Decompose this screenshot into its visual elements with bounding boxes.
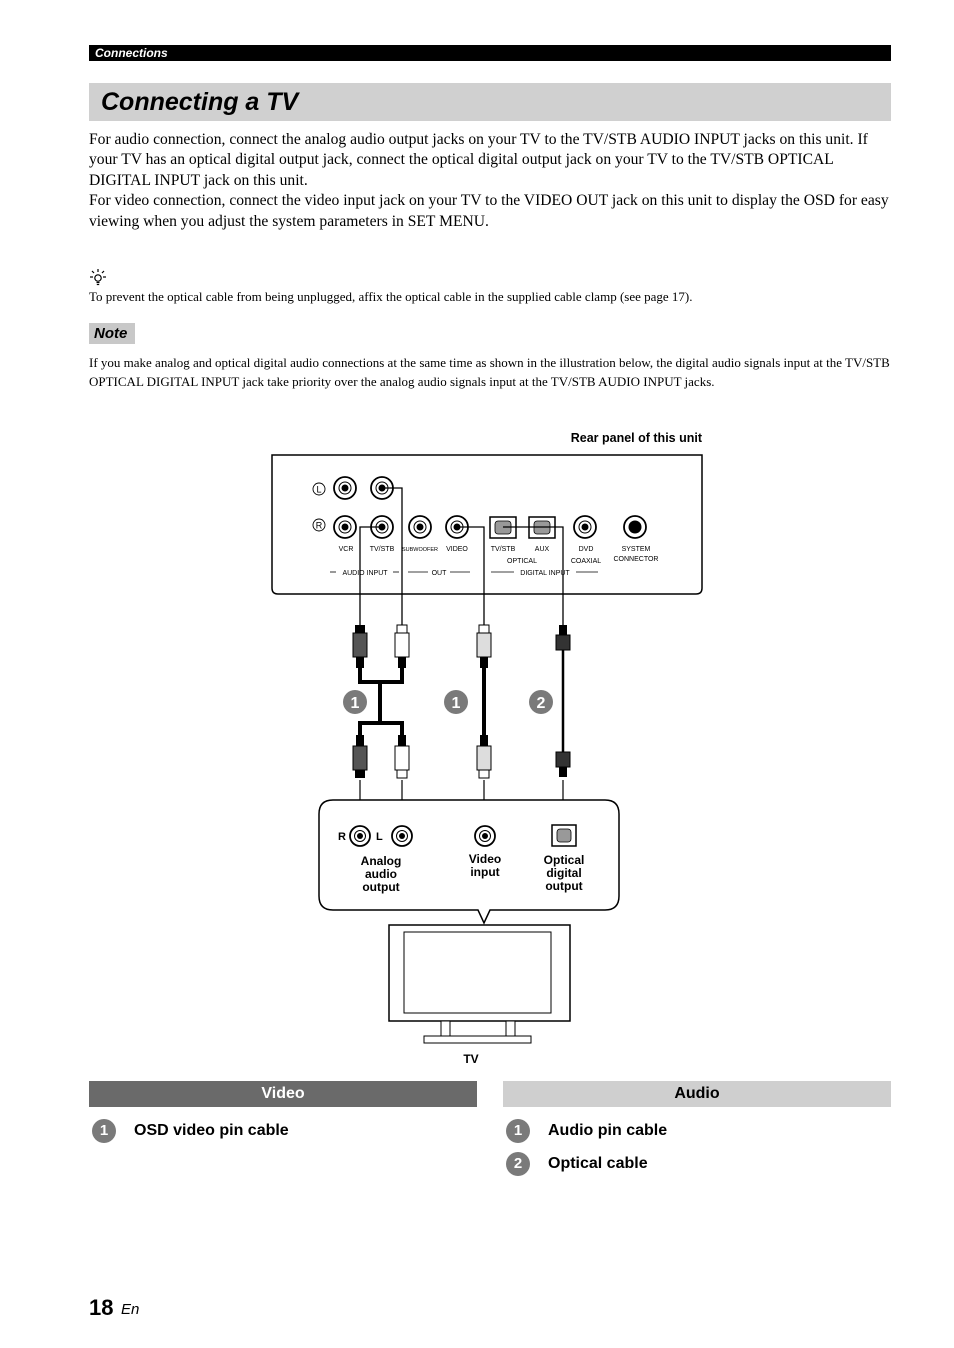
intro-paragraph-video: For video connection, connect the video … xyxy=(89,192,889,230)
tv-optical-output-jack xyxy=(551,824,577,847)
tv-analog-label-1: Analog xyxy=(361,854,402,868)
coaxial-group-label: COAXIAL xyxy=(571,558,601,565)
legend-label: Audio pin cable xyxy=(548,1122,668,1139)
tv-optical-label-3: output xyxy=(545,879,582,893)
jack-label-dvd: DVD xyxy=(579,546,594,553)
audio-legend-header: Audio xyxy=(503,1081,891,1107)
legend-label: OSD video pin cable xyxy=(134,1122,289,1139)
intro-paragraph-audio: For audio connection, connect the analog… xyxy=(89,131,868,189)
tip-text: To prevent the optical cable from being … xyxy=(89,289,693,304)
jack-label-video: VIDEO xyxy=(446,546,468,553)
tv-video-input-jack xyxy=(474,825,496,847)
optical-group-label: OPTICAL xyxy=(507,558,537,565)
subwoofer-jack xyxy=(408,515,432,539)
optical-plug-top xyxy=(555,625,571,651)
page-language: En xyxy=(121,1301,140,1318)
tv-label: TV xyxy=(463,1052,478,1066)
left-channel-marker xyxy=(312,482,326,496)
marker-audio-pin-cable: 1 xyxy=(343,690,367,714)
tv-analog-r-jack xyxy=(349,825,371,847)
tv-optical-label-1: Optical xyxy=(544,853,585,867)
video-legend-header: Video xyxy=(89,1081,477,1107)
right-channel-marker xyxy=(312,518,326,532)
audio-r-cable xyxy=(358,668,382,735)
out-group-label: OUT xyxy=(432,570,448,577)
dvd-coaxial-jack xyxy=(573,515,597,539)
legend-label: Optical cable xyxy=(548,1155,648,1172)
tv-illustration xyxy=(388,924,571,1044)
jack-label-connector: CONNECTOR xyxy=(614,556,659,563)
audio-r-plug-top xyxy=(352,625,368,668)
tv-analog-l-jack xyxy=(391,825,413,847)
note-label: Note xyxy=(89,323,135,344)
svg-text:2: 2 xyxy=(537,695,546,712)
left-channel-label: L xyxy=(316,485,321,495)
audio-r-panel-lead xyxy=(359,526,382,625)
tv-video-label-1: Video xyxy=(469,852,501,866)
audio-l-panel-lead xyxy=(382,487,403,625)
marker-optical-cable: 2 xyxy=(529,690,553,714)
jack-label-subwoofer: SUBWOOFER xyxy=(402,547,438,553)
note-label-text: Note xyxy=(94,325,128,342)
right-channel-label: R xyxy=(316,521,323,531)
jack-label-system: SYSTEM xyxy=(622,546,651,553)
page-title-bar: Connecting a TV xyxy=(89,83,891,121)
intro-text: For audio connection, connect the analog… xyxy=(89,130,891,232)
vcr-l-jack xyxy=(333,476,357,500)
audio-r-plug-bottom xyxy=(352,735,368,778)
system-connector-jack xyxy=(623,515,647,539)
page-number: 18 xyxy=(89,1295,114,1320)
audio-input-group-label: AUDIO INPUT xyxy=(342,570,388,577)
marker-video-pin-cable: 1 xyxy=(444,690,468,714)
jack-label-aux: AUX xyxy=(535,546,550,553)
legend-number-badge: 2 xyxy=(506,1152,530,1176)
note-text: If you make analog and optical digital a… xyxy=(89,355,890,389)
tv-jack-r-label: R xyxy=(338,831,346,843)
legend-number-badge: 1 xyxy=(92,1119,116,1143)
jack-label-vcr: VCR xyxy=(339,546,354,553)
optical-panel-lead xyxy=(503,526,564,625)
tv-optical-label-2: digital xyxy=(546,866,581,880)
optical-plug-bottom xyxy=(555,751,571,777)
tv-video-label-2: input xyxy=(470,865,499,879)
page-title: Connecting a TV xyxy=(101,88,299,116)
tv-analog-label-3: output xyxy=(362,880,399,894)
vcr-r-jack xyxy=(333,515,357,539)
jack-label-tvstb-optical: TV/STB xyxy=(491,546,516,553)
video-plug-bottom xyxy=(476,735,492,779)
connection-diagram: Rear panel of this unit L R VCR TV/STB S… xyxy=(271,431,703,1066)
video-plug-top xyxy=(476,624,492,668)
legend-number-badge: 1 xyxy=(506,1119,530,1143)
svg-text:1: 1 xyxy=(452,695,461,712)
audio-l-plug-bottom xyxy=(394,735,410,779)
tv-analog-label-2: audio xyxy=(365,867,397,881)
tv-jack-l-label: L xyxy=(376,831,383,843)
digital-input-group-label: DIGITAL INPUT xyxy=(520,570,570,577)
svg-text:1: 1 xyxy=(351,695,360,712)
audio-l-cable xyxy=(380,668,404,735)
lightbulb-tip-icon xyxy=(90,269,106,286)
jack-label-tvstb-audio: TV/STB xyxy=(370,546,395,553)
rear-panel-caption: Rear panel of this unit xyxy=(571,431,703,445)
audio-l-plug-top xyxy=(394,624,410,668)
section-header-bar: Connections xyxy=(89,45,891,61)
video-panel-lead xyxy=(457,526,485,625)
section-name: Connections xyxy=(95,46,168,60)
